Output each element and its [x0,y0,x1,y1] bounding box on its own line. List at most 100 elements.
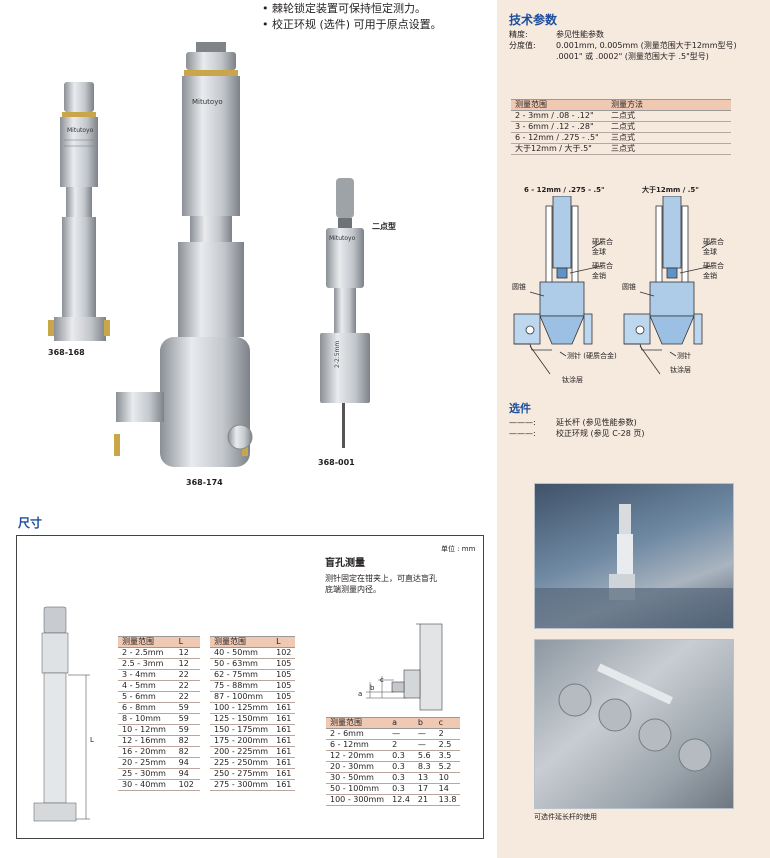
dimension-label-b: b [370,684,375,692]
options-title: 选件 [509,402,531,415]
label-carbide-pin-2-right: 金销 [703,272,717,280]
model-label-368-174: 368-174 [186,478,223,487]
table-row: 3 - 6mm / .12 - .28"二点式 [511,121,731,133]
header-range: 测量范围 [511,99,607,111]
micrometer-368-168-image: Mitutoyo [48,82,110,341]
label-contact-point-right: 测针 [677,352,691,360]
blind-hole-text-1: 测针固定在钳夹上，可直达盲孔 [325,574,437,583]
label-carbide-ball-2: 金球 [592,248,606,256]
blind-hole-title: 盲孔测量 [325,558,365,569]
micrometer-368-174-image: Mitutoyo [114,42,253,467]
cross-section-diagrams [513,196,713,375]
label-ti-coating: 钛涂层 [562,376,583,384]
label-cone-right: 圆锥 [622,283,636,291]
diagram-left-title: 6 - 12mm / .275 - .5" [524,186,605,194]
micrometer-368-001-image: Mitutoyo 2-2.5mm [320,178,370,448]
accuracy-label: 精度: [509,30,528,39]
label-cone: 圆锥 [512,283,526,291]
two-point-label: 二点型 [372,222,396,231]
dimensions-frame [16,535,484,839]
svg-text:Mitutoyo: Mitutoyo [329,235,356,242]
measuring-method-table: 测量范围 测量方法 2 - 3mm / .08 - .12"二点式 3 - 6m… [511,99,731,155]
accuracy-value: 参见性能参数 [556,30,604,39]
resolution-line-1: 0.001mm, 0.005mm (测量范围大于12mm型号) [556,41,737,50]
option-dash-2: ———: [509,429,536,438]
table-header-row: 测量范围 测量方法 [511,99,731,111]
option-dash-1: ———: [509,418,536,427]
model-label-368-001: 368-001 [318,458,355,467]
table-row: 大于12mm / 大于.5"三点式 [511,143,731,155]
label-carbide-pin-1-right: 硬质合 [703,262,724,270]
table-header-row: 测量范围 L [118,636,200,648]
dimension-label-c: c [380,676,384,684]
photo-caption: 可选件延长杆的使用 [534,813,597,821]
table-row: 6 - 12mm / .275 - .5"三点式 [511,132,731,144]
feature-2: • 校正环规 (选件) 可用于原点设置。 [262,18,442,31]
diagram-right-title: 大于12mm / .5" [642,186,699,194]
table-header-row: 测量范围 L [210,636,296,648]
dimension-drawing [33,606,90,822]
label-carbide-ball-2-right: 金球 [703,248,717,256]
unit-label: 单位 : mm [441,545,476,553]
dimension-label-L: L [90,736,94,744]
option-extension-rod: 延长杆 (参见性能参数) [556,418,637,427]
resolution-label: 分度值: [509,41,536,50]
photo-1-illustration [535,504,733,628]
label-ti-coating-right: 钛涂层 [670,366,691,374]
dimensions-title: 尺寸 [18,516,43,530]
label-carbide-ball-1-right: 硬质合 [703,238,724,246]
table-row: 2 - 3mm / .08 - .12"二点式 [511,110,731,122]
label-carbide-pin-2: 金销 [592,272,606,280]
table-header-row: 测量范围 a b c [326,717,461,729]
application-photo-2 [534,639,734,809]
blind-hole-text-2: 底端测量内径。 [325,585,381,594]
svg-text:2-2.5mm: 2-2.5mm [334,341,341,368]
model-label-368-168: 368-168 [48,348,85,357]
feature-1: • 棘轮锁定装置可保持恒定测力。 [262,2,426,15]
application-photo-1 [534,483,734,629]
svg-text:Mitutoyo: Mitutoyo [67,127,94,134]
label-carbide-ball-1: 硬质合 [592,238,613,246]
blind-hole-drawing [366,623,443,711]
header-method: 测量方法 [607,99,731,111]
label-carbide-pin-1: 硬质合 [592,262,613,270]
diagram-right [623,196,713,375]
svg-text:Mitutoyo: Mitutoyo [192,98,223,106]
label-contact-point: 测针 (硬质合金) [567,352,617,360]
diagram-left [513,196,603,375]
photo-2-illustration [558,663,712,772]
table-row: 2 - 6mm——2 [326,728,461,740]
